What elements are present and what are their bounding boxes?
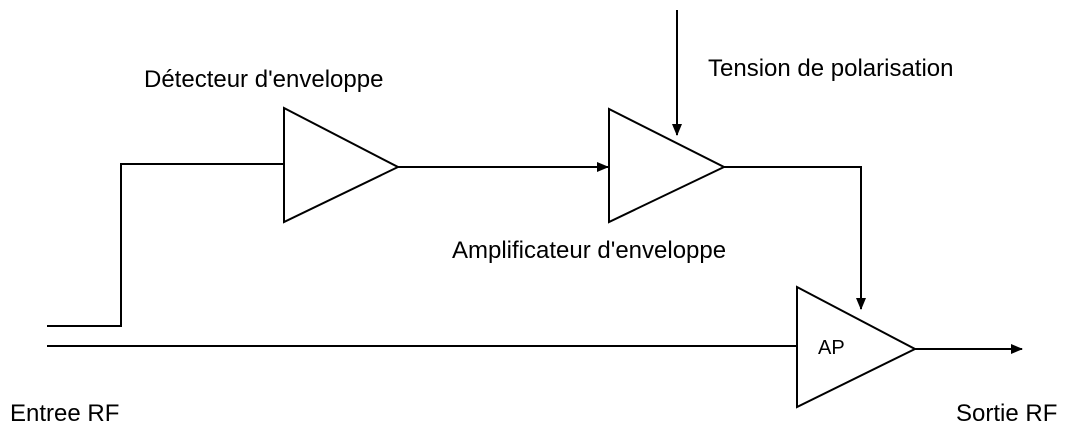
power-amplifier-label: AP — [818, 337, 845, 359]
rf-input-label: Entree RF — [10, 400, 119, 427]
amplifier-to-pa-wire — [724, 166, 866, 310]
envelope-detector-label: Détecteur d'enveloppe — [144, 66, 383, 93]
power-amplifier-triangle — [796, 285, 918, 409]
detector-input-wire — [47, 163, 285, 327]
rf-output-label: Sortie RF — [956, 400, 1057, 427]
envelope-amplifier-label: Amplificateur d'enveloppe — [452, 237, 726, 264]
bias-voltage-label: Tension de polarisation — [708, 55, 954, 82]
envelope-amplifier-triangle — [608, 107, 727, 224]
envelope-detector-triangle — [283, 106, 401, 224]
